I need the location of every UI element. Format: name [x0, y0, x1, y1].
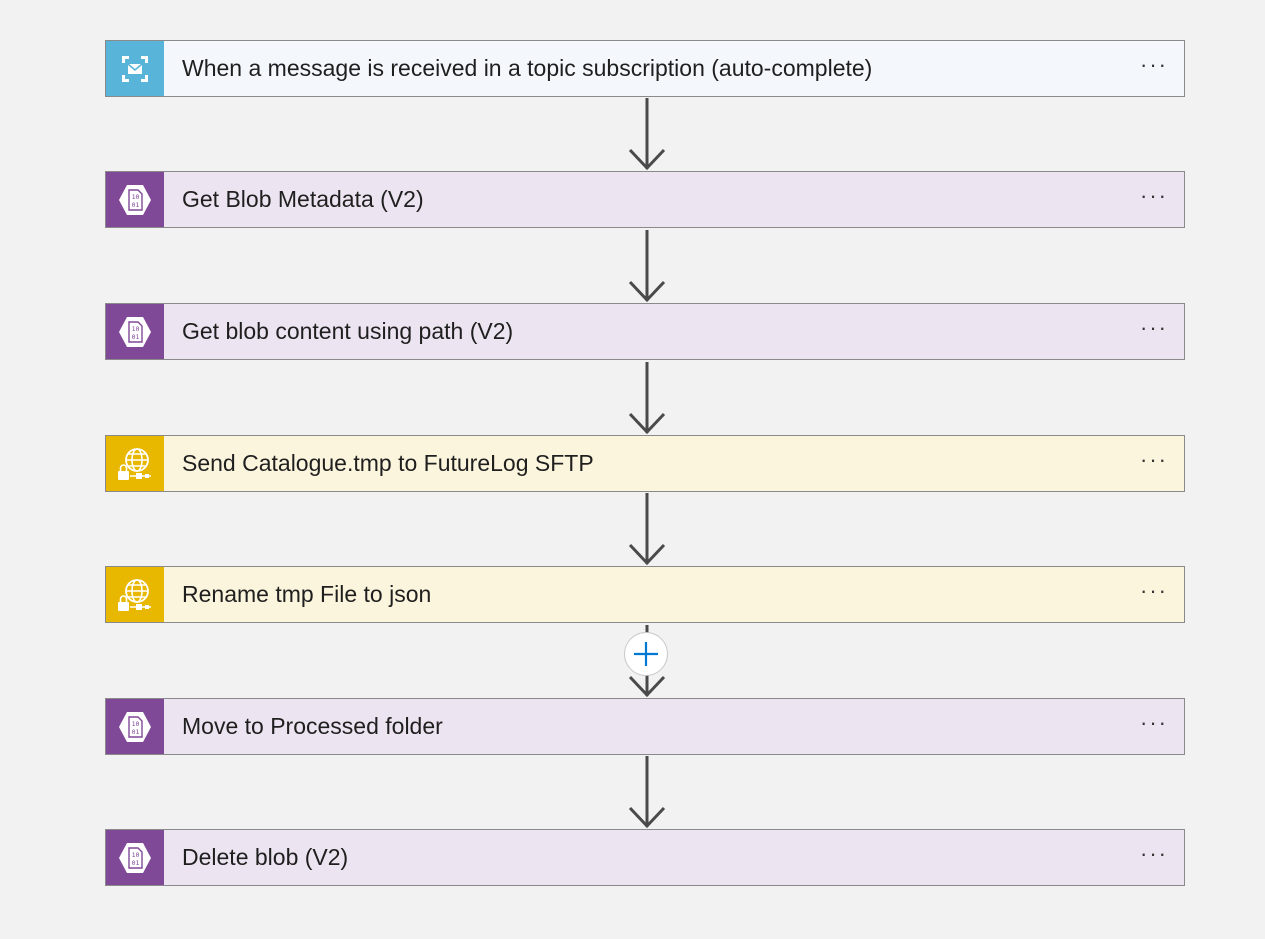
step-card-trigger[interactable]: When a message is received in a topic su…	[105, 40, 1185, 97]
step-card-get-blob-content[interactable]: 10 01 Get blob content using path (V2) ·…	[105, 303, 1185, 360]
more-options-button[interactable]: ···	[1140, 709, 1168, 735]
svg-text:01: 01	[132, 333, 140, 341]
blob-storage-icon: 10 01	[106, 172, 164, 227]
connector-arrow	[628, 230, 666, 303]
step-title: Get blob content using path (V2)	[182, 318, 514, 344]
svg-text:01: 01	[132, 859, 140, 867]
insert-step-button[interactable]	[624, 632, 668, 676]
more-options-button[interactable]: ···	[1140, 840, 1168, 866]
more-options-button[interactable]: ···	[1140, 51, 1168, 77]
svg-text:01: 01	[132, 728, 140, 736]
more-options-button[interactable]: ···	[1140, 182, 1168, 208]
svg-text:10: 10	[132, 720, 140, 728]
plus-icon	[634, 642, 658, 666]
step-title: Move to Processed folder	[182, 713, 443, 739]
step-card-rename-file[interactable]: Rename tmp File to json ···	[105, 566, 1185, 623]
step-card-get-blob-metadata[interactable]: 10 01 Get Blob Metadata (V2) ···	[105, 171, 1185, 228]
blob-storage-icon: 10 01	[106, 699, 164, 754]
more-options-button[interactable]: ···	[1140, 446, 1168, 472]
connector-arrow	[628, 756, 666, 829]
sftp-icon	[106, 436, 164, 491]
more-options-button[interactable]: ···	[1140, 577, 1168, 603]
step-card-send-sftp[interactable]: Send Catalogue.tmp to FutureLog SFTP ···	[105, 435, 1185, 492]
blob-storage-icon: 10 01	[106, 304, 164, 359]
step-title: Rename tmp File to json	[182, 581, 432, 607]
step-title: Get Blob Metadata (V2)	[182, 186, 424, 212]
blob-storage-icon: 10 01	[106, 830, 164, 885]
svg-text:10: 10	[132, 851, 140, 859]
step-title: Send Catalogue.tmp to FutureLog SFTP	[182, 450, 594, 476]
step-card-delete-blob[interactable]: 10 01 Delete blob (V2) ···	[105, 829, 1185, 886]
connector-arrow	[628, 98, 666, 171]
connector-arrow	[628, 362, 666, 435]
svg-text:10: 10	[132, 325, 140, 333]
step-card-move-processed[interactable]: 10 01 Move to Processed folder ···	[105, 698, 1185, 755]
sftp-icon	[106, 567, 164, 622]
step-title: Delete blob (V2)	[182, 844, 349, 870]
svg-text:10: 10	[132, 193, 140, 201]
svg-text:01: 01	[132, 201, 140, 209]
service-bus-icon	[106, 41, 164, 96]
more-options-button[interactable]: ···	[1140, 314, 1168, 340]
step-title: When a message is received in a topic su…	[182, 55, 873, 81]
connector-arrow	[628, 493, 666, 566]
